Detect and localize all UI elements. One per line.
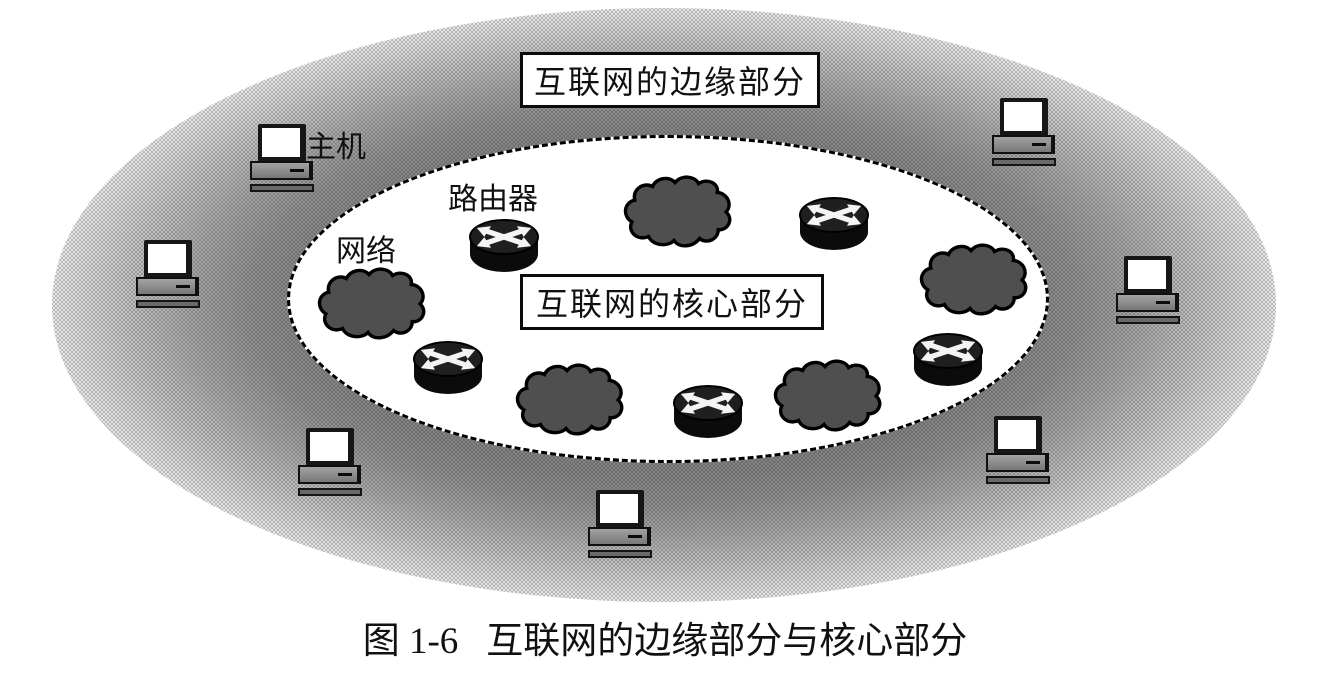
- host-bottom-right: [986, 416, 1050, 486]
- host-base-icon: [986, 453, 1049, 472]
- host-base-icon: [298, 465, 361, 484]
- host-monitor-icon: [1000, 98, 1048, 136]
- host-monitor-icon: [144, 240, 192, 278]
- router-top-right: [798, 194, 870, 252]
- host-monitor-icon: [994, 416, 1042, 454]
- host-monitor-icon: [1124, 256, 1172, 294]
- host-floppy-slot-icon: [1156, 301, 1170, 304]
- host-floppy-slot-icon: [338, 473, 352, 476]
- core-label-text: 互联网的核心部分: [535, 286, 808, 322]
- network-left: [317, 266, 426, 344]
- host-stand-icon: [136, 300, 200, 308]
- network-top-center: [623, 174, 732, 252]
- router-top-left: [468, 216, 540, 274]
- host-bottom-left: [298, 428, 362, 498]
- host-stand-icon: [1116, 316, 1180, 324]
- host-right: [1116, 256, 1180, 326]
- router-icon: [673, 385, 743, 438]
- router-label: 路由器: [448, 183, 538, 216]
- network-cloud-icon: [773, 359, 882, 432]
- host-left: [136, 240, 200, 310]
- router-icon: [913, 333, 983, 386]
- host-stand-icon: [992, 158, 1056, 166]
- network-cloud-icon: [515, 363, 624, 436]
- host-floppy-slot-icon: [1026, 461, 1040, 464]
- network-bottom-left: [515, 362, 624, 440]
- caption-title: 互联网的边缘部分与核心部分: [486, 621, 968, 662]
- router-icon: [799, 197, 869, 250]
- host-floppy-slot-icon: [290, 169, 304, 172]
- network-bottom-right: [773, 358, 882, 436]
- host-stand-icon: [250, 184, 314, 192]
- network-right: [919, 242, 1028, 320]
- caption-number: 图 1-6: [362, 621, 459, 662]
- host-top-right: [992, 98, 1056, 168]
- edge-label-text: 互联网的边缘部分: [533, 64, 806, 100]
- router-bottom-left: [412, 338, 484, 396]
- host-floppy-slot-icon: [176, 285, 190, 288]
- network-cloud-icon: [317, 267, 426, 340]
- host-monitor-icon: [258, 124, 306, 162]
- host-monitor-icon: [596, 490, 644, 528]
- host-label: 主机: [306, 131, 366, 164]
- router-bottom-center: [672, 382, 744, 440]
- host-bottom-center: [588, 490, 652, 560]
- network-cloud-icon: [919, 243, 1028, 316]
- host-stand-icon: [588, 550, 652, 558]
- network-label: 网络: [336, 235, 396, 268]
- host-monitor-icon: [306, 428, 354, 466]
- router-right: [912, 330, 984, 388]
- host-base-icon: [250, 161, 313, 180]
- network-cloud-icon: [623, 175, 732, 248]
- host-base-icon: [992, 135, 1055, 154]
- host-stand-icon: [298, 488, 362, 496]
- host-stand-icon: [986, 476, 1050, 484]
- host-top-left: [250, 124, 314, 194]
- figure-caption: 图 1-6 互联网的边缘部分与核心部分: [0, 610, 1330, 664]
- host-base-icon: [136, 277, 199, 296]
- host-floppy-slot-icon: [1032, 143, 1046, 146]
- host-base-icon: [1116, 293, 1179, 312]
- router-icon: [469, 219, 539, 272]
- router-icon: [413, 341, 483, 394]
- edge-label-box: 互联网的边缘部分: [520, 52, 820, 108]
- host-base-icon: [588, 527, 651, 546]
- core-label-box: 互联网的核心部分: [520, 274, 824, 330]
- host-floppy-slot-icon: [628, 535, 642, 538]
